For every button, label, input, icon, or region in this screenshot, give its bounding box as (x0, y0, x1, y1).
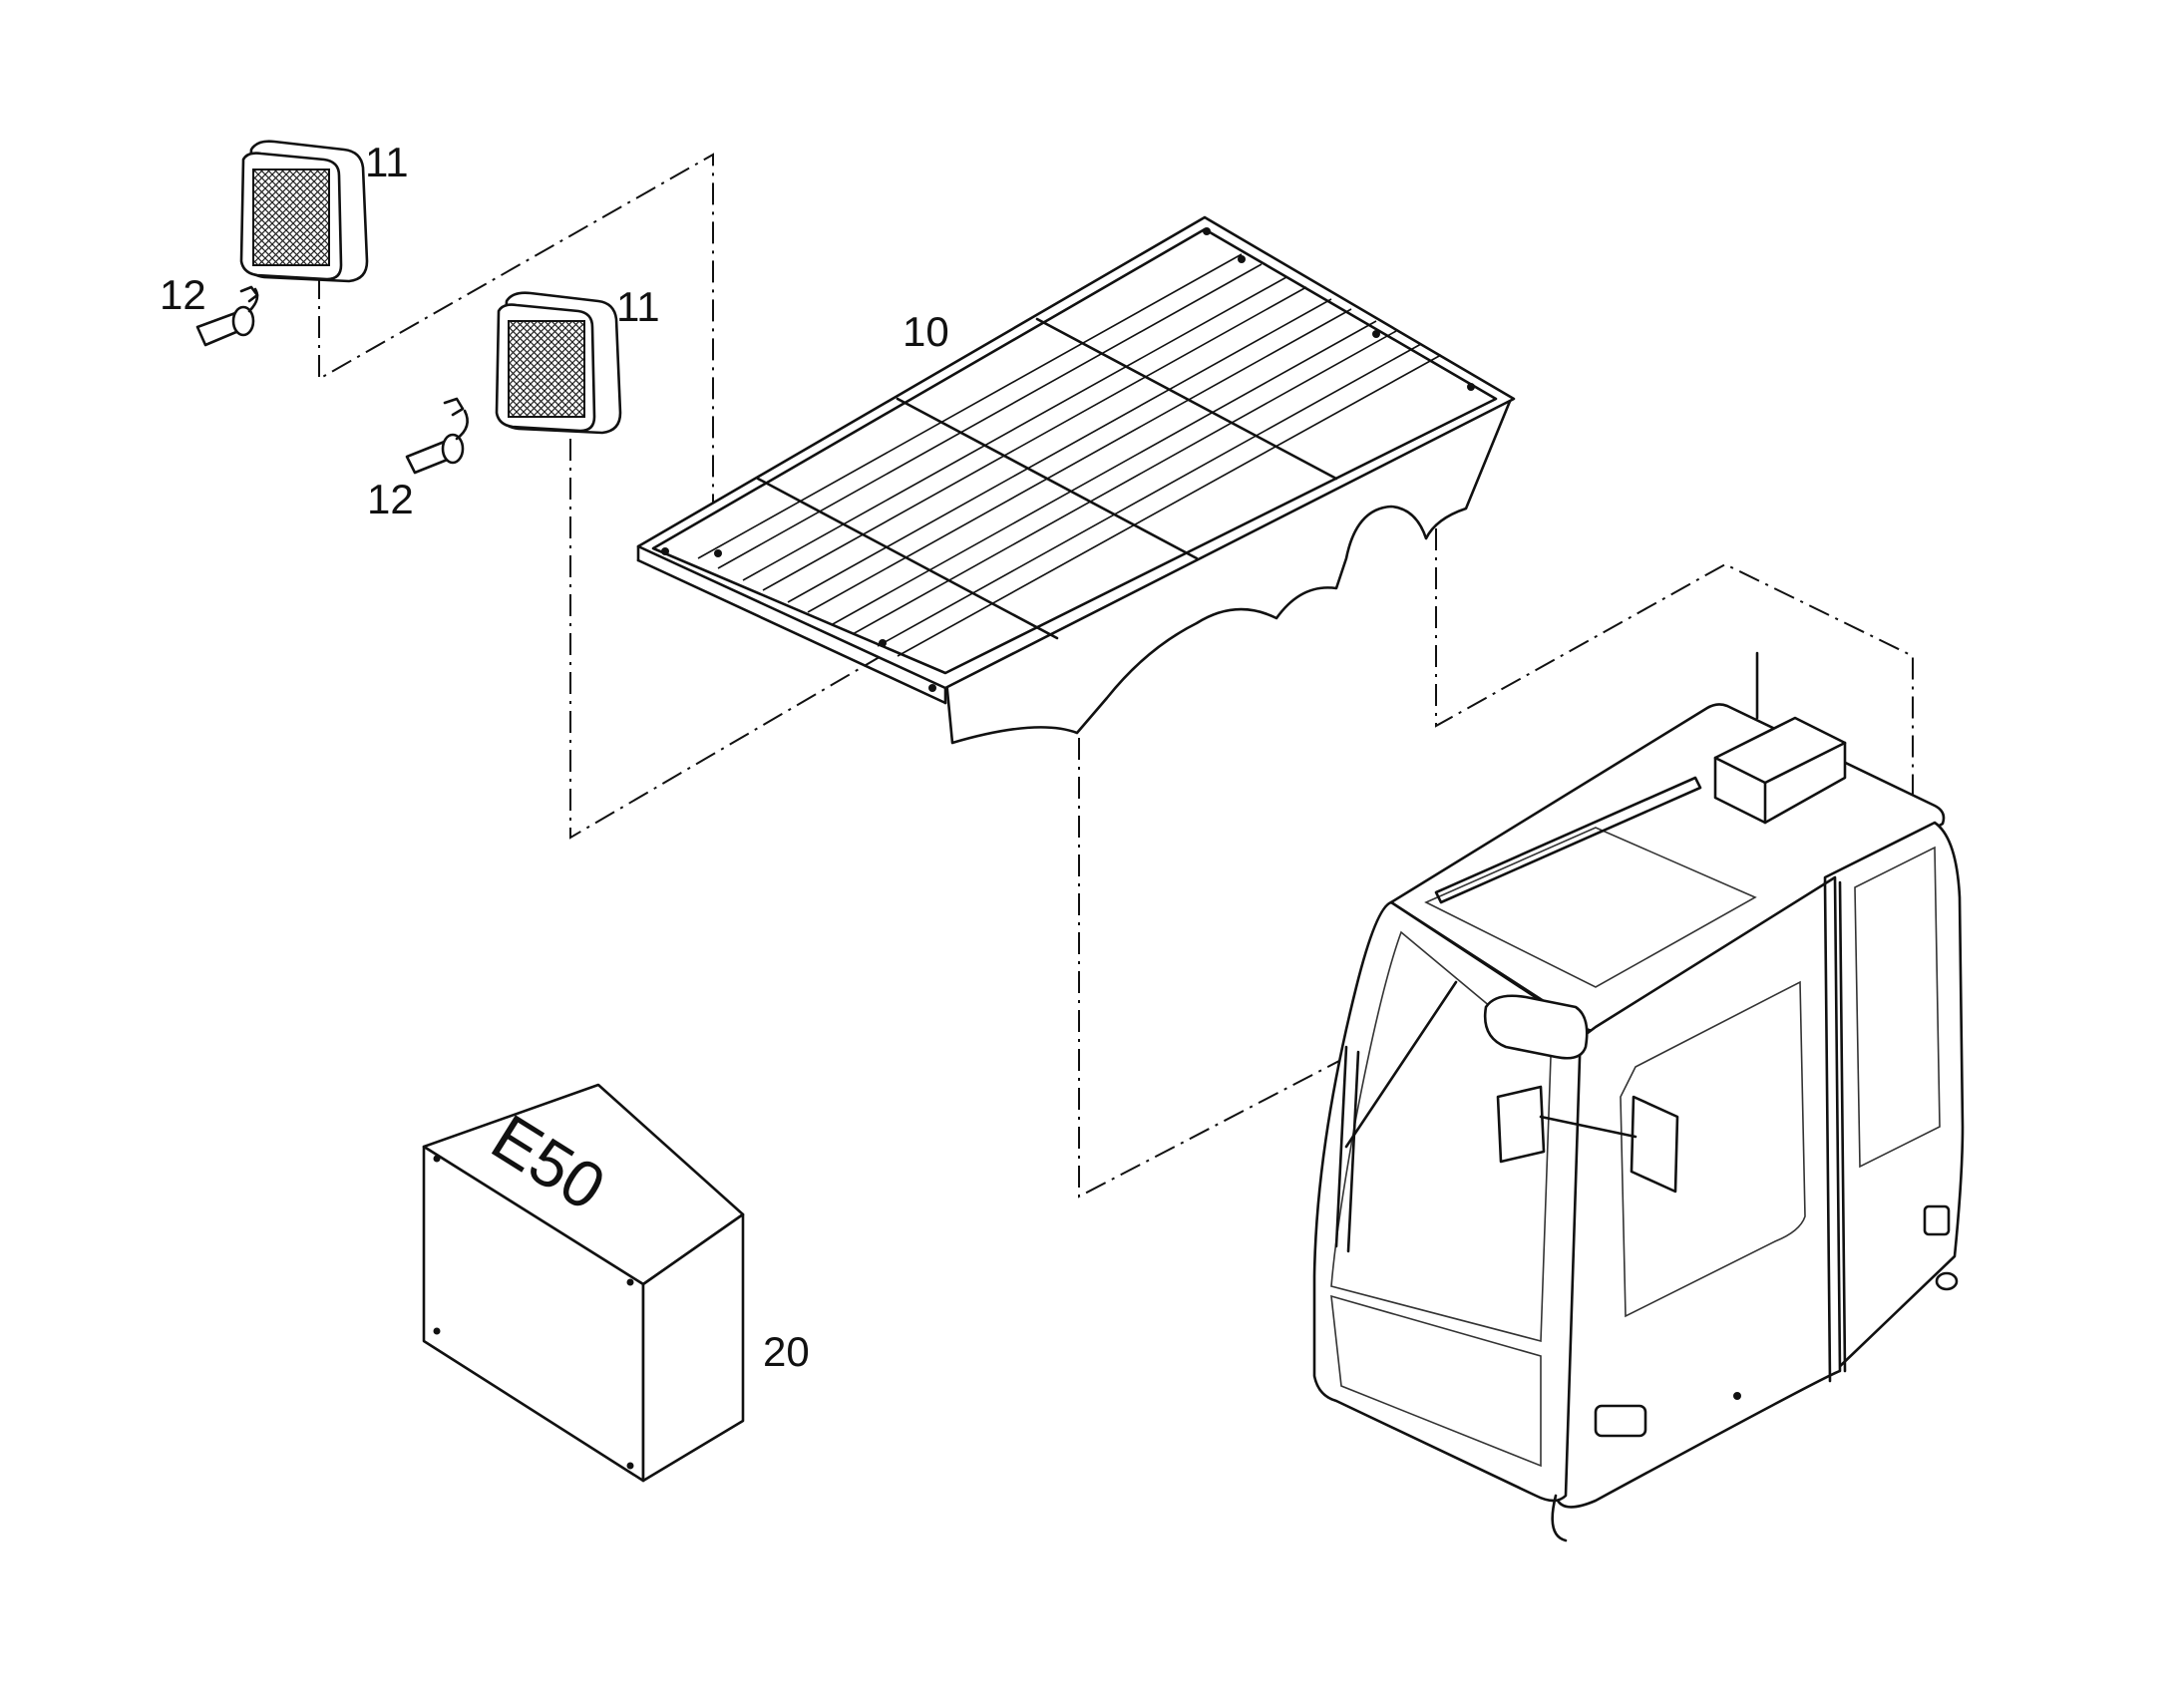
label-rack: 10 (903, 308, 949, 355)
operator-cab (1312, 651, 1965, 1542)
roof-rack (636, 215, 1516, 745)
label-lamp-upper: 11 (365, 139, 409, 185)
label-lamp-lower: 11 (616, 283, 660, 330)
bulb-upper (195, 285, 259, 347)
kit-box: E50 (422, 1083, 745, 1483)
part-labels: 10 11 11 12 12 20 (160, 139, 949, 1375)
label-kit-box: 20 (763, 1328, 810, 1375)
work-lamp-lower (495, 291, 622, 435)
label-bulb-lower: 12 (367, 476, 414, 522)
bulb-lower (405, 397, 469, 475)
label-bulb-upper: 12 (160, 271, 206, 318)
work-lamp-upper (239, 140, 369, 283)
